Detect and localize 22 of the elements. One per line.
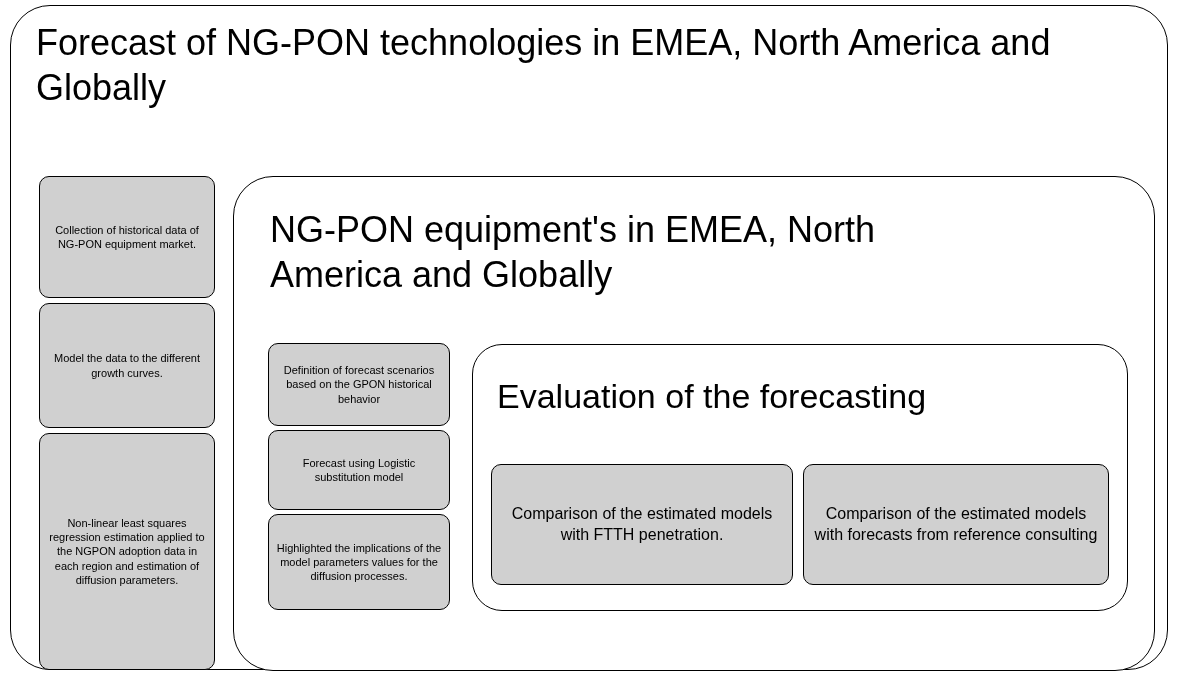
step-box <box>268 343 450 426</box>
step-text: Comparison of the estimated models with forecasts from reference consulting <box>813 503 1099 545</box>
step-box <box>268 514 450 610</box>
step-text: Definition of forecast scenarios based on the GPON historical behavior <box>282 363 436 406</box>
step-box <box>39 176 215 298</box>
step-text: Comparison of the estimated models with FTTH penetration. <box>510 503 774 545</box>
step-text: Forecast using Logistic substitution model <box>301 455 417 485</box>
step-box <box>268 430 450 510</box>
step-text: Non-linear least squares regression estimation applied to the NGPON adoption data in each region and estimation of diffusion parameters. <box>48 515 206 588</box>
group-panel <box>233 176 1155 671</box>
group-panel <box>10 5 1168 670</box>
step-box <box>491 464 793 585</box>
step-text: Model the data to the different growth curves. <box>53 351 201 380</box>
step-box <box>39 433 215 670</box>
group-title: Forecast of NG-PON technologies in EMEA, North America and Globally <box>36 21 1052 110</box>
step-box <box>803 464 1109 585</box>
step-box <box>39 303 215 428</box>
group-title: Evaluation of the forecasting <box>497 376 928 417</box>
group-panel <box>472 344 1128 611</box>
group-title: NG-PON equipment's in EMEA, North America and Globally <box>270 208 877 297</box>
step-text: Collection of historical data of NG-PON equipment market. <box>54 222 200 252</box>
step-text: Highlighted the implications of the model parameters values for the diffusion processes. <box>275 540 443 584</box>
